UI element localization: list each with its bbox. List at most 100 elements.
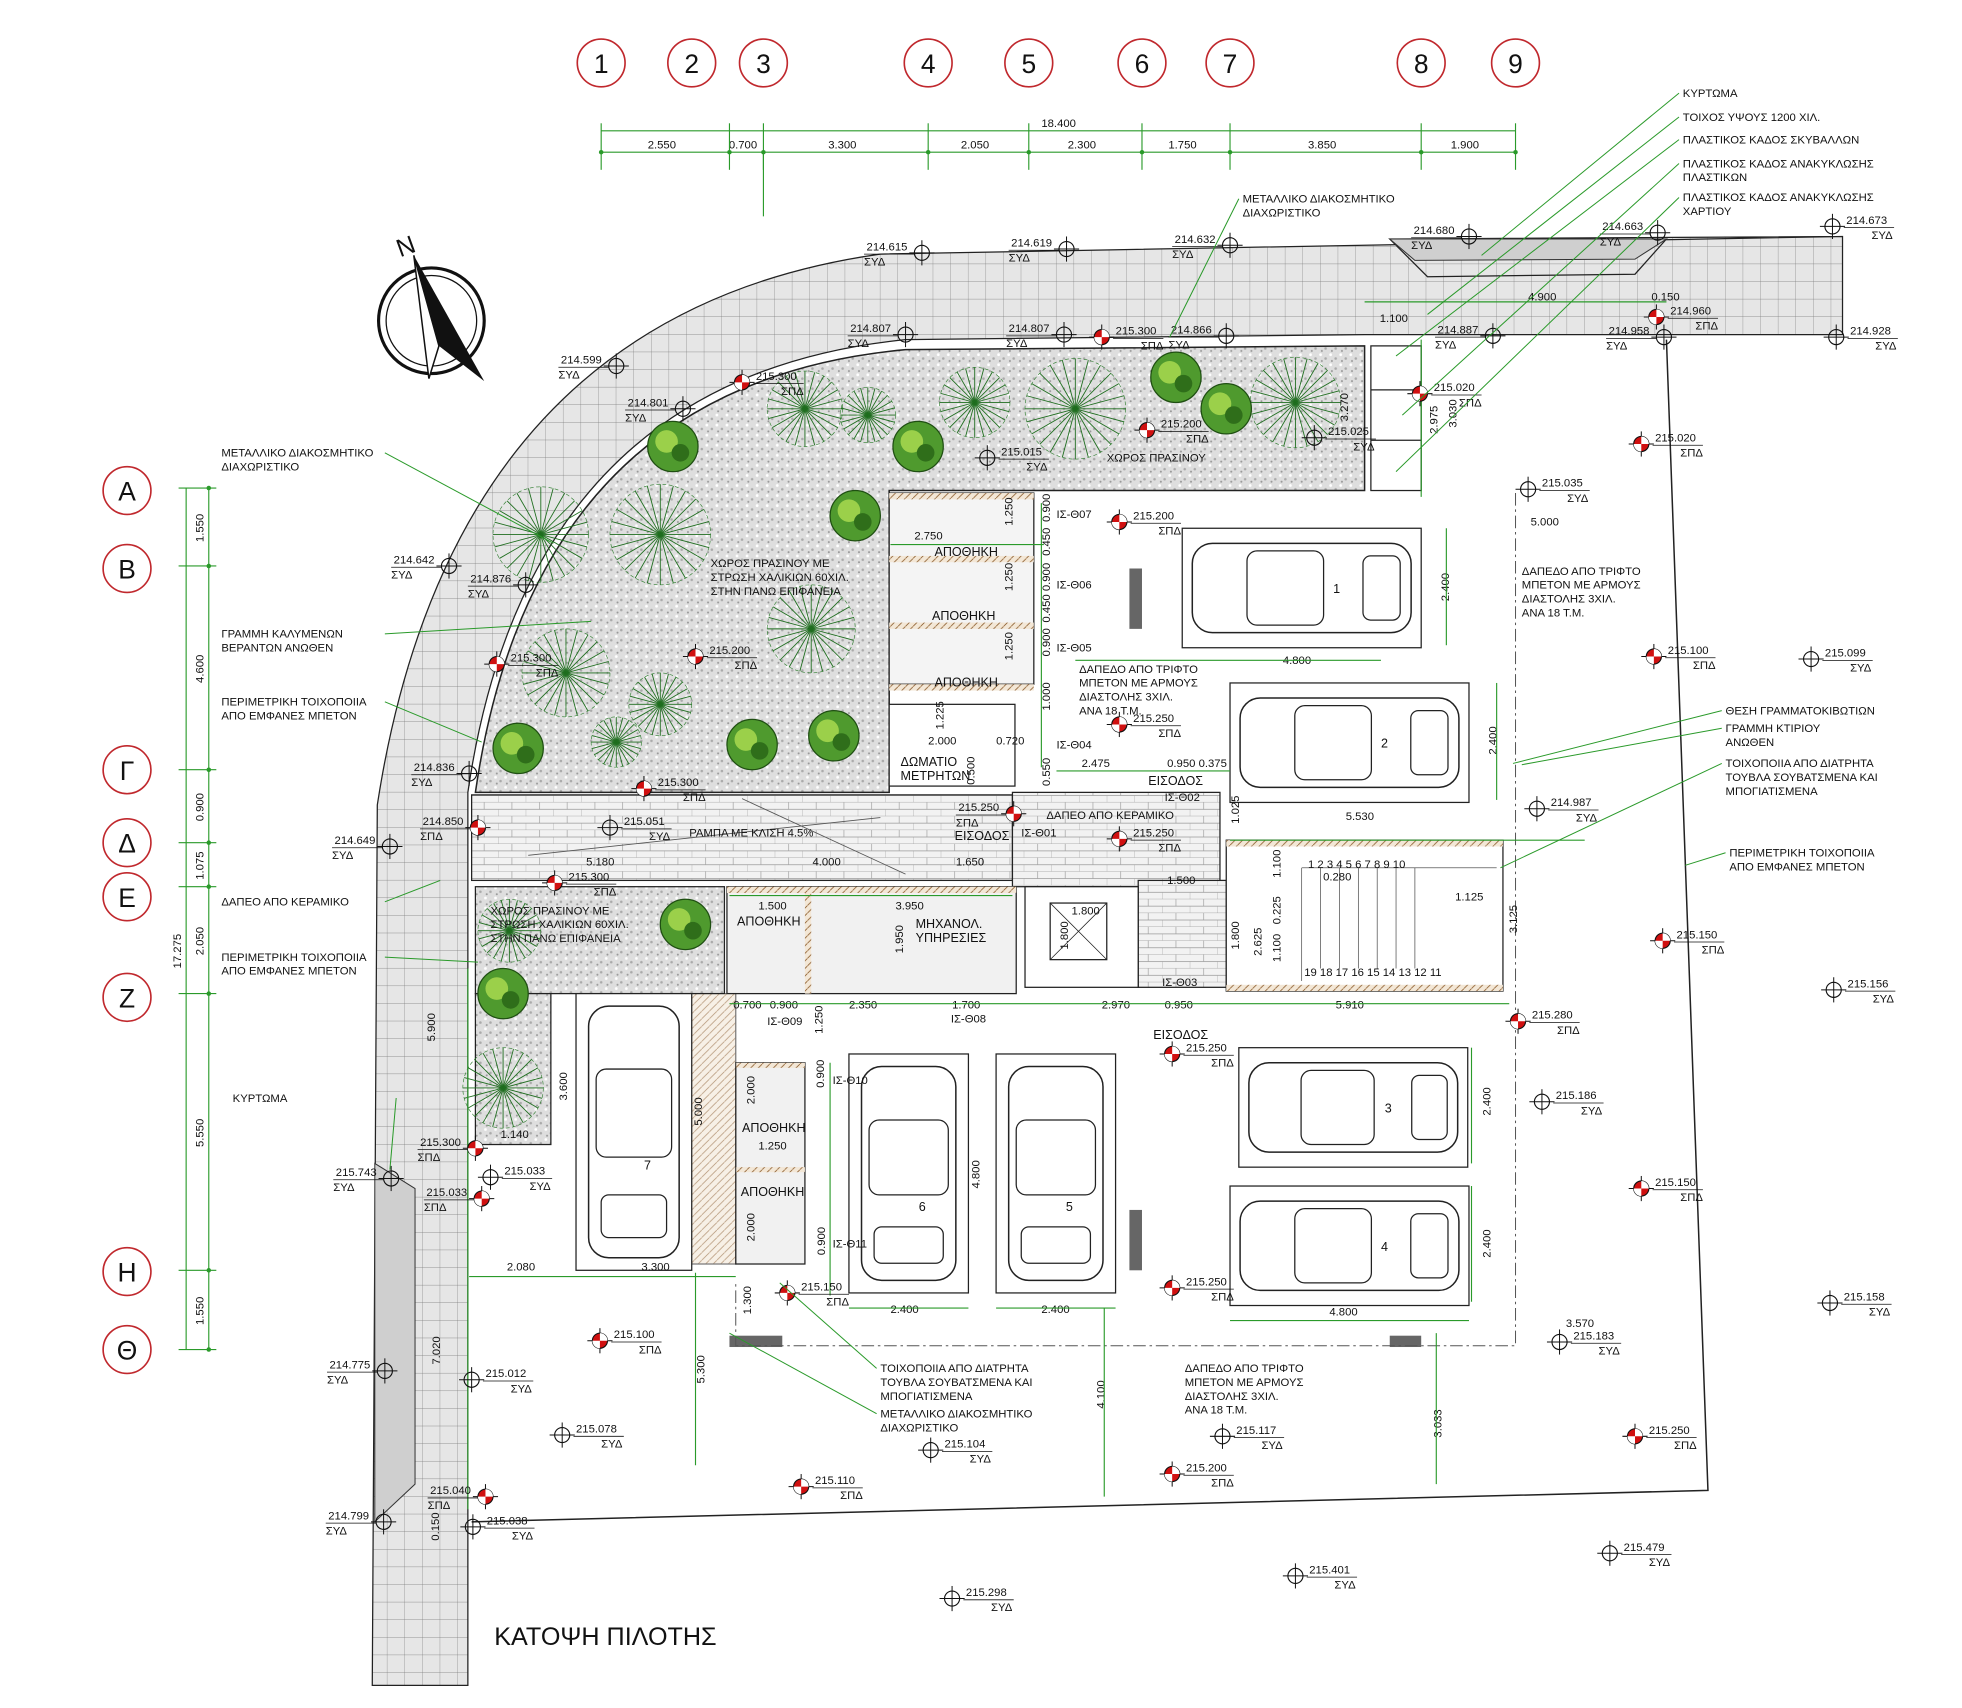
elevation-value: 215.051 (624, 816, 665, 828)
elevation-value: 214.632 (1175, 234, 1216, 246)
elevation-type: ΣΥΔ (529, 1181, 551, 1193)
dimension-value: 5.000 (693, 1097, 705, 1125)
dimension-segment: 4.600 (195, 655, 207, 683)
dimension-value: 2.625 (1252, 928, 1264, 956)
survey-level-marker-icon (1655, 328, 1673, 346)
elevation-type: ΣΥΔ (625, 412, 647, 424)
elevation-type: ΣΥΔ (649, 831, 671, 843)
survey-level-marker-icon (464, 1518, 482, 1535)
elevation-value: 215.020 (1434, 382, 1475, 394)
dimension-segment: 2.550 (648, 139, 676, 151)
elevation-type: ΣΥΔ (333, 1182, 355, 1194)
elevation-value: 214.866 (1171, 324, 1212, 336)
elevation-value: 214.928 (1850, 326, 1891, 338)
elevation-type: ΣΥΔ (1026, 461, 1048, 473)
elevation-type: ΣΠΔ (1680, 1192, 1703, 1204)
elevation-type: ΣΥΔ (511, 1383, 533, 1395)
north-label: N (393, 230, 420, 263)
parking-space-3: 3 (1238, 1047, 1469, 1168)
elevation-value: 215.033 (426, 1187, 467, 1199)
dimension-value: 4.800 (1329, 1307, 1357, 1319)
survey-level-marker-icon (554, 1426, 571, 1444)
door-tag: ΙΣ-Θ01 (1021, 827, 1056, 839)
elevation-value: 215.183 (1573, 1330, 1614, 1342)
elevation-value: 214.836 (414, 762, 455, 774)
dimension-value: 2.400 (1041, 1304, 1069, 1316)
elevation-value: 215.479 (1624, 1542, 1665, 1554)
survey-level-marker-icon (1218, 327, 1235, 344)
dimension-value: 5.910 (1336, 1000, 1364, 1012)
room-label: ΑΠΟΘΗΚΗ (737, 915, 801, 929)
elevation-value: 215.025 (1328, 426, 1369, 438)
dimension-value: 0.450 (1041, 528, 1053, 556)
elevation-value: 214.801 (628, 397, 669, 409)
dimension-value: 0.225 (1271, 896, 1283, 924)
elevation-value: 215.038 (487, 1515, 528, 1527)
survey-level-marker-icon (1221, 237, 1239, 254)
dimension-value: 1.500 (758, 900, 786, 912)
elevation-value: 215.300 (756, 371, 797, 383)
elevation-value: 215.300 (420, 1137, 461, 1149)
grid-label: Α (118, 477, 136, 507)
dimension-value: 2.475 (1082, 758, 1110, 770)
elevation-type: ΣΥΔ (1649, 1557, 1671, 1569)
dimension-value: 1.140 (501, 1129, 529, 1141)
ramp (471, 794, 1014, 882)
elevation-type: ΣΠΔ (826, 1297, 849, 1309)
dimension-segment: 0.900 (195, 793, 207, 821)
elevation-type: ΣΠΔ (594, 887, 617, 899)
shrub-symbol (726, 718, 778, 771)
callout-annotation: ΚΥΡΤΩΜΑ (1481, 88, 1738, 256)
parking-space-5: 5 (995, 1053, 1117, 1294)
dimension-value: 5.180 (586, 856, 614, 868)
shrub-symbol (492, 722, 544, 775)
grid-column-9: 9 (1490, 38, 1541, 88)
tree-symbol (766, 370, 843, 447)
grid-column-4: 4 (903, 38, 953, 88)
survey-level-marker-icon (461, 765, 478, 782)
survey-level-marker-icon (463, 1371, 480, 1388)
elevation-value: 215.040 (430, 1485, 471, 1497)
dimension-value: 1.025 (1230, 796, 1242, 824)
callout-annotation: ΤΟΙΧΟΣ ΥΨΟΥΣ 1200 ΧΙΛ. (1427, 112, 1820, 315)
elevation-value: 215.099 (1825, 648, 1866, 660)
dimension-value: 0.375 (1199, 758, 1227, 770)
elevation-value: 215.300 (658, 777, 699, 789)
elevation-type: ΣΠΔ (420, 831, 443, 843)
dimension-value: 2.000 (746, 1076, 758, 1104)
dimension-value: 0.900 (770, 1000, 798, 1012)
room-label: ΑΠΟΘΗΚΗ (934, 545, 998, 559)
elevation-value: 214.775 (330, 1359, 371, 1371)
dimension-value: 4.800 (1283, 655, 1311, 667)
dimension-value: 1.700 (952, 1000, 980, 1012)
survey-level-marker-icon (1484, 327, 1501, 344)
car-icon (587, 1005, 680, 1259)
elevation-value: 214.807 (850, 323, 891, 335)
dimension-value: 0.550 (1041, 758, 1053, 786)
elevation-type: ΣΥΔ (1353, 441, 1375, 453)
dimension-segment: 3.850 (1308, 139, 1336, 151)
elevation-value: 215.186 (1556, 1090, 1597, 1102)
dimension-value: 3.570 (1566, 1318, 1594, 1330)
elevation-value: 214.799 (328, 1510, 369, 1522)
dimension-value: 1.250 (1003, 497, 1015, 525)
grid-column-3: 3 (738, 38, 789, 88)
grid-label: Ζ (119, 983, 135, 1013)
callout-text: ΠΛΑΣΤΙΚΟΣ ΚΑΔΟΣ ΣΚΥΒΑΛΛΩΝ (1683, 134, 1859, 146)
elevation-value: 215.743 (336, 1167, 377, 1179)
tree-symbol (477, 898, 542, 963)
